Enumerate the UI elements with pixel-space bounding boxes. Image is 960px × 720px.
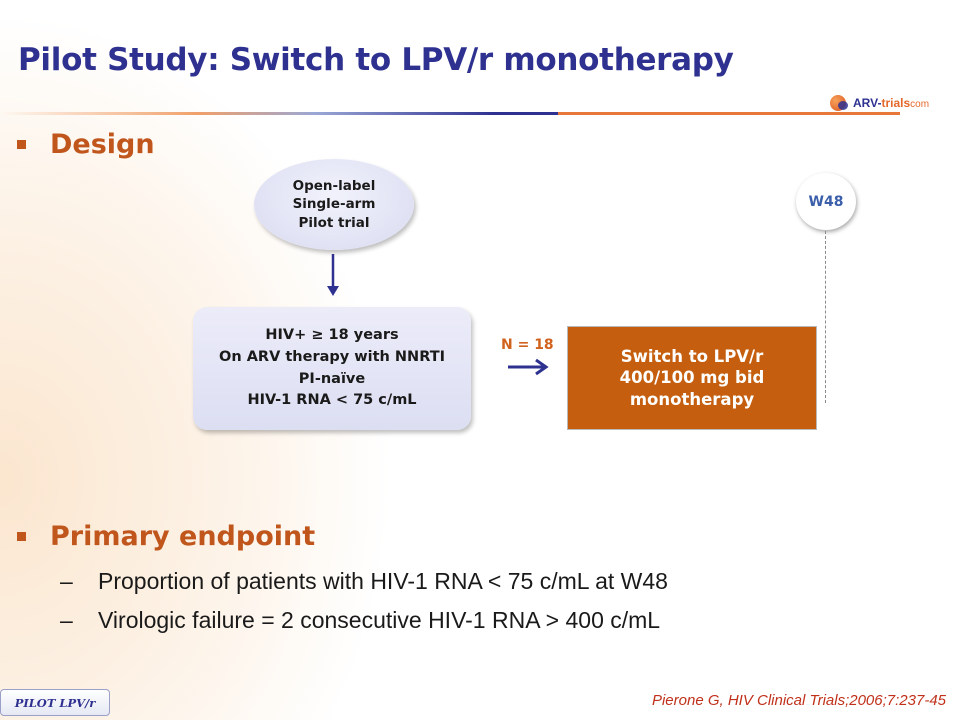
dash-bullet: – xyxy=(60,568,73,594)
inclusion-line: HIV+ ≥ 18 years xyxy=(265,327,399,343)
square-bullet-icon xyxy=(17,140,26,149)
down-arrow-icon xyxy=(327,254,339,296)
inclusion-line: On ARV therapy with NNRTI xyxy=(219,348,445,365)
trial-type-line: Single-arm xyxy=(292,196,376,213)
endpoint-text: Virologic failure = 2 consecutive HIV-1 … xyxy=(98,607,661,633)
endpoint-item: – Virologic failure = 2 consecutive HIV-… xyxy=(60,607,660,634)
study-tag: PILOT LPV/r xyxy=(0,689,110,716)
week48-label: W48 xyxy=(808,193,844,210)
sample-size-label: N = 18 xyxy=(501,337,554,353)
endpoint-text: Proportion of patients with HIV-1 RNA < … xyxy=(98,568,668,594)
section-primary-endpoint: Primary endpoint xyxy=(17,521,315,552)
week48-dashed-line xyxy=(825,231,826,403)
slide-title: Pilot Study: Switch to LPV/r monotherapy xyxy=(18,42,734,78)
treatment-line: 400/100 mg bid xyxy=(619,368,765,388)
inclusion-line: PI-naïve xyxy=(298,370,366,387)
treatment-box: Switch to LPV/r 400/100 mg bid monothera… xyxy=(567,326,817,430)
reference-citation: Pierone G, HIV Clinical Trials;2006;7:23… xyxy=(651,692,946,709)
arv-trials-logo: ARV-trialscom xyxy=(830,93,929,113)
dash-bullet: – xyxy=(60,607,73,633)
logo-mark-icon xyxy=(830,95,848,111)
trial-type-line: Open-label xyxy=(292,177,376,194)
right-arrow-icon xyxy=(508,358,549,376)
trial-type-ellipse: Open-label Single-arm Pilot trial xyxy=(254,159,414,250)
treatment-line: Switch to LPV/r xyxy=(620,347,764,367)
inclusion-line: HIV-1 RNA < 75 c/mL xyxy=(247,392,417,409)
section-primary-endpoint-label: Primary endpoint xyxy=(50,521,316,552)
endpoint-item: – Proportion of patients with HIV-1 RNA … xyxy=(60,568,668,595)
treatment-line: monotherapy xyxy=(629,389,755,409)
trial-type-line: Pilot trial xyxy=(298,214,370,231)
inclusion-criteria-box: HIV+ ≥ 18 years On ARV therapy with NNRT… xyxy=(193,307,471,430)
title-divider xyxy=(0,112,900,115)
section-design: Design xyxy=(17,129,155,160)
section-design-label: Design xyxy=(50,129,155,160)
logo-text: ARV-trialscom xyxy=(853,96,930,110)
square-bullet-icon xyxy=(17,532,26,541)
week48-marker: W48 xyxy=(796,173,856,230)
